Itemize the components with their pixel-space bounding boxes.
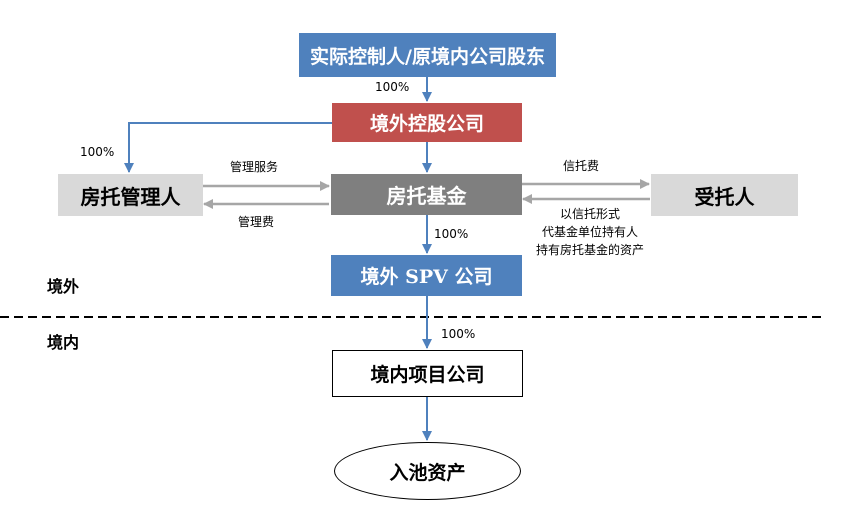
spv-to-project-label: 100% (441, 327, 476, 341)
edge-holding-to-manager (124, 122, 332, 173)
onshore-zone-label: 境内 (47, 333, 80, 352)
pool-assets-node: 入池资产 (334, 442, 521, 500)
trust-fee-label: 信托费 (563, 159, 600, 173)
trustee-note-line-2: 代基金单位持有人 (541, 225, 638, 239)
trustee-note: 以信托形式 代基金单位持有人 持有房托基金的资产 (522, 205, 658, 259)
reit-manager-node: 房托管理人 (58, 174, 203, 216)
trustee-node: 受托人 (651, 174, 798, 216)
onshore-project-node: 境内项目公司 (332, 350, 523, 397)
controller-to-holding-label: 100% (375, 80, 410, 94)
management-service-label: 管理服务 (230, 160, 279, 174)
management-fee-label: 管理费 (238, 215, 275, 229)
offshore-holding-node: 境外控股公司 (332, 103, 522, 142)
fund-to-spv-label: 100% (434, 227, 469, 241)
reit-fund-node: 房托基金 (331, 174, 522, 215)
controller-node: 实际控制人/原境内公司股东 (299, 33, 556, 77)
offshore-zone-label: 境外 (47, 277, 80, 296)
offshore-spv-node: 境外 SPV 公司 (331, 255, 522, 296)
trustee-note-line-3: 持有房托基金的资产 (535, 243, 644, 257)
holding-to-manager-label: 100% (80, 145, 115, 159)
trustee-note-line-1: 以信托形式 (559, 207, 620, 221)
